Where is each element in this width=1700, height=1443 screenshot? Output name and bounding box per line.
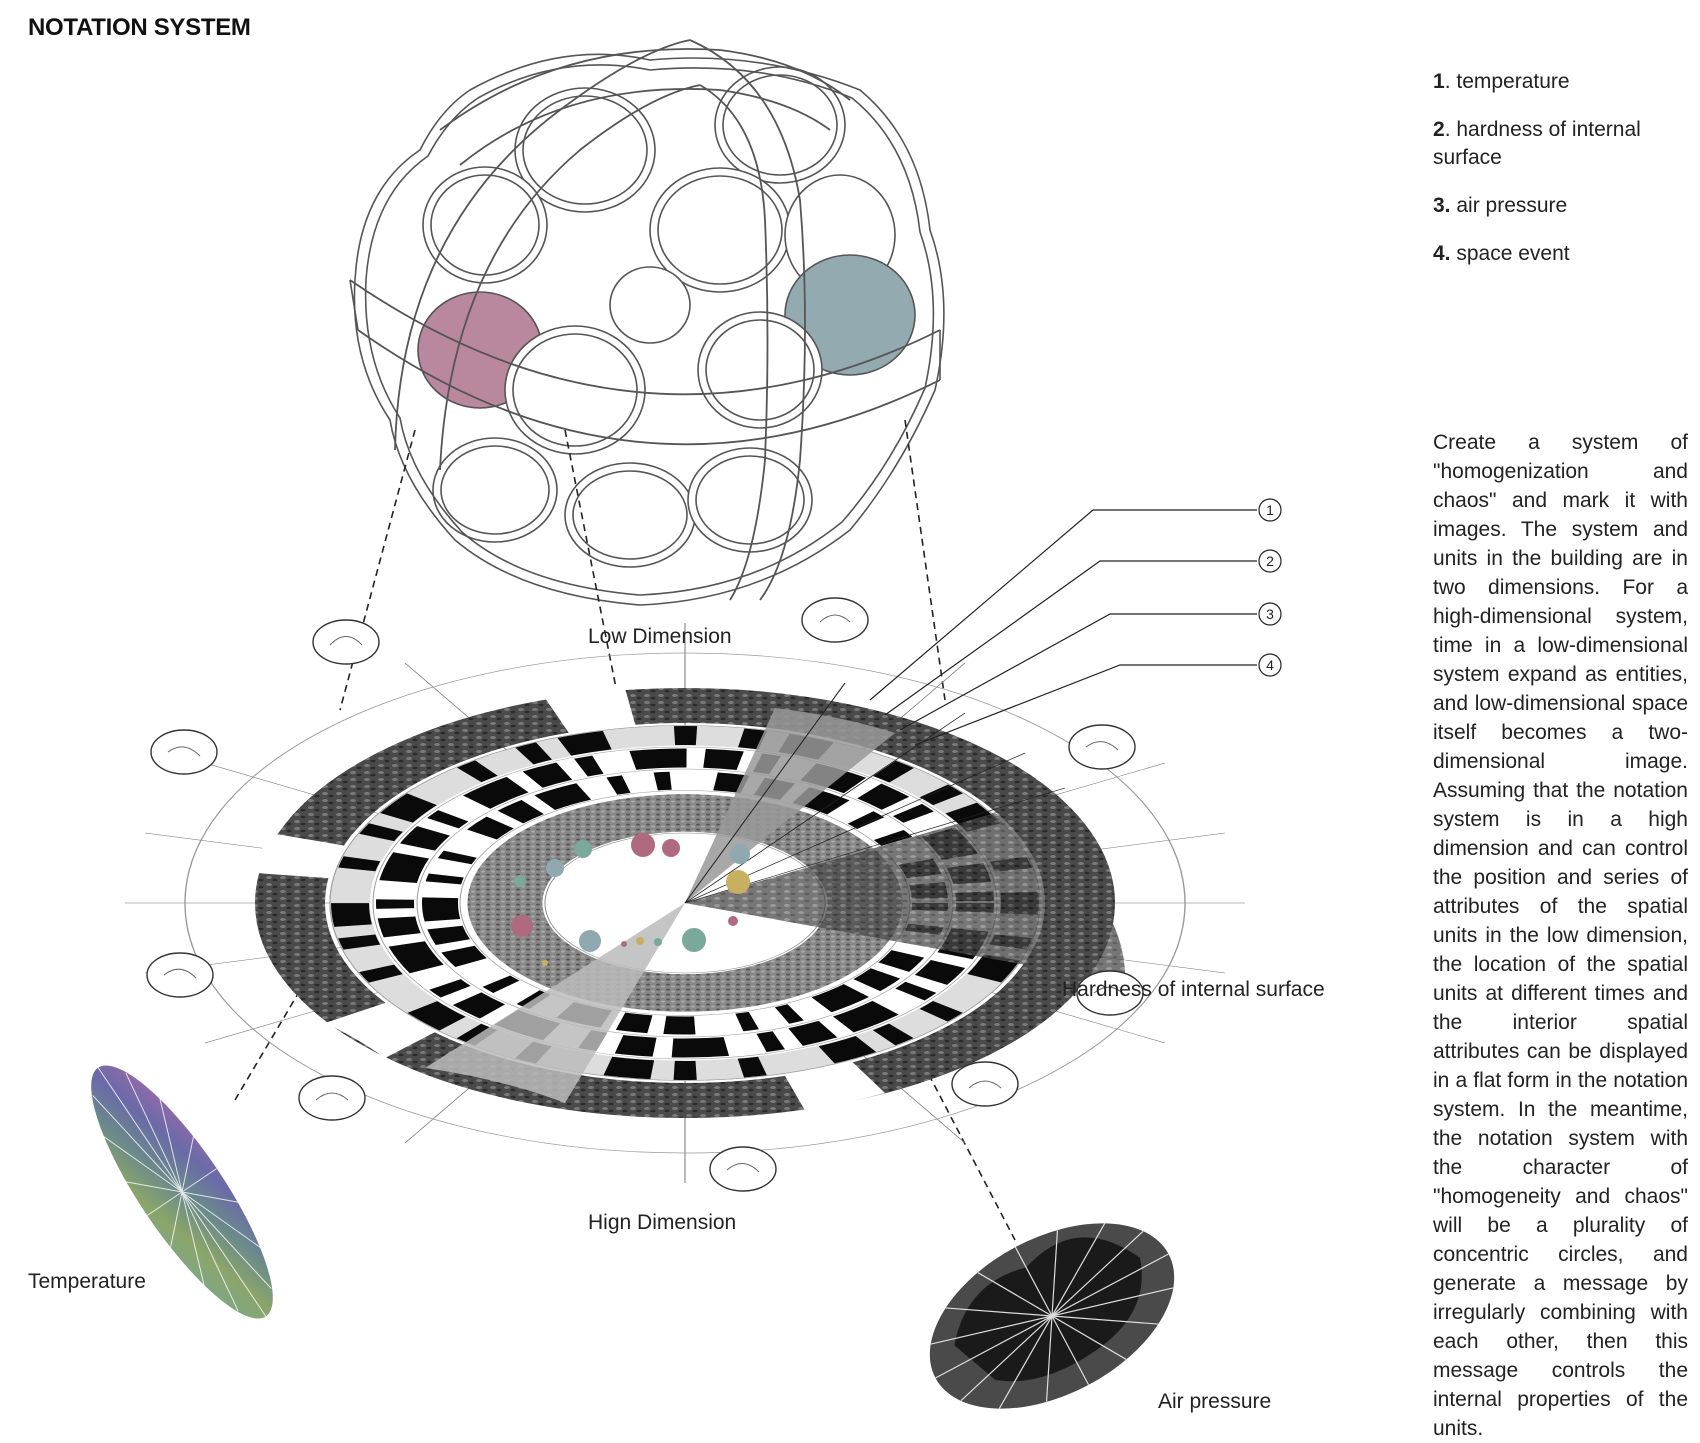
center-dots xyxy=(511,833,750,966)
arc-band-front xyxy=(394,39,691,451)
temperature-wheel xyxy=(91,1065,273,1319)
callout-number: 4 xyxy=(1266,657,1274,673)
callout-number: 3 xyxy=(1266,606,1274,622)
description-paragraph: Create a system of "homogenization and c… xyxy=(1433,431,1688,1440)
unit-icon xyxy=(312,619,380,665)
air-pressure-wheel xyxy=(929,1223,1175,1409)
unit-icon xyxy=(298,1075,366,1121)
unit-icons xyxy=(146,597,1144,1192)
unit-icon xyxy=(951,1061,1019,1107)
label-high-dimension: Hign Dimension xyxy=(588,1211,737,1234)
legend-item-air-pressure: 3. air pressure xyxy=(1433,193,1568,217)
legend-item-temperature: 1. temperature xyxy=(1433,70,1570,93)
unit-icon xyxy=(1068,724,1136,770)
callouts xyxy=(869,498,1282,746)
page-title: NOTATION SYSTEM xyxy=(28,14,251,41)
unit-icon xyxy=(150,729,218,775)
label-air-pressure: Air pressure xyxy=(1158,1390,1272,1413)
arc-band-left xyxy=(439,48,851,131)
label-low-dimension: Low Dimension xyxy=(588,625,732,648)
legend-item-hardness: 2. hardness of internal surface xyxy=(1433,118,1641,169)
legend-item-space-event: 4. space event xyxy=(1433,242,1570,266)
unit-icon xyxy=(801,597,869,643)
unit-icon xyxy=(709,1146,777,1192)
unit-icon xyxy=(1076,970,1144,1016)
equator-band xyxy=(349,279,941,396)
callout-number: 1 xyxy=(1266,502,1274,518)
legend: 1. temperature 2. hardness of internal s… xyxy=(1433,68,1683,288)
label-hardness: Hardness of internal surface xyxy=(1062,978,1325,1001)
callout-number: 2 xyxy=(1266,553,1274,569)
notation-disc xyxy=(125,623,1245,1183)
sphere-cluster xyxy=(349,39,945,606)
label-temperature: Temperature xyxy=(28,1270,146,1293)
unit-icon xyxy=(146,952,214,998)
